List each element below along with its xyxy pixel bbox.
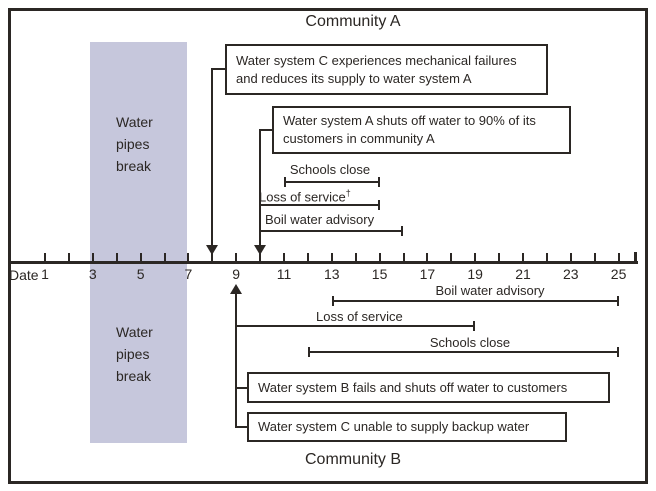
axis-label-date: Date	[9, 267, 39, 283]
event-box-text-line: Water system C experiences mechanical fa…	[236, 52, 517, 68]
event-box-text-line: Water system C unable to supply backup w…	[258, 419, 530, 434]
water-pipes-break-band	[90, 42, 187, 443]
axis-tick-label: 11	[276, 266, 292, 282]
axis-tick-label: 9	[232, 266, 241, 282]
axis-tick	[426, 253, 429, 262]
axis-tick	[354, 253, 357, 262]
axis-tick-label: 13	[324, 266, 340, 282]
axis-tick	[44, 253, 46, 262]
schools-close-label-b: Schools close	[429, 335, 511, 350]
axis-tick	[115, 253, 118, 262]
axis-tick	[306, 253, 309, 262]
axis-tick	[569, 253, 572, 262]
event-box-text-line: Water system B fails and shuts off water…	[258, 379, 568, 395]
range-end-tick	[377, 177, 380, 187]
axis-tick-label: 23	[563, 266, 579, 282]
connector-box2	[259, 129, 273, 131]
range-end-tick	[401, 226, 404, 236]
axis-tick-label: 1	[41, 266, 49, 282]
axis-tick	[450, 253, 453, 262]
axis-end-tick	[634, 252, 637, 264]
range-end-tick	[307, 347, 310, 357]
axis-tick	[211, 253, 214, 262]
axis-tick	[187, 253, 190, 262]
axis-tick	[67, 253, 70, 262]
boil-water-advisory-label-a: Boil water advisory	[265, 212, 375, 227]
axis-tick	[545, 253, 548, 262]
axis-tick-label: 5	[136, 266, 145, 282]
axis-tick	[593, 253, 596, 262]
axis-tick	[378, 253, 381, 262]
boil-water-advisory-label-b: Boil water advisory	[435, 283, 545, 298]
event-box-system-a-shutoff: Water system A shuts off water to 90% of…	[272, 106, 571, 154]
schools-close-range-b	[307, 347, 619, 357]
date-axis-line	[10, 261, 638, 264]
event-box-text-line: Water system A shuts off water to 90% of…	[283, 113, 536, 128]
boil-water-advisory-range-a	[260, 226, 404, 236]
loss-of-service-label-a: Loss of service†	[259, 188, 351, 205]
axis-tick-label: 19	[467, 266, 483, 282]
axis-tick	[522, 253, 524, 262]
axis-tick	[283, 253, 285, 262]
axis-tick	[163, 253, 166, 262]
event-box-system-c-no-backup: Water system C unable to supply backup w…	[247, 412, 567, 442]
range-end-tick	[377, 200, 380, 210]
axis-tick	[91, 253, 94, 262]
event-box-system-c-failure: Water system C experiences mechanical fa…	[225, 44, 548, 95]
event-arrow-day9-up	[230, 284, 243, 428]
axis-tick	[617, 253, 620, 262]
dagger-footnote-mark: †	[345, 188, 351, 198]
loss-of-service-label-b: Loss of service	[316, 309, 403, 324]
water-pipes-break-label-bottom: Water pipes break	[116, 324, 153, 384]
axis-tick-label: 15	[371, 266, 388, 282]
range-end-tick	[473, 321, 476, 331]
range-end-tick	[331, 296, 334, 306]
arrow-shaft	[211, 68, 214, 247]
axis-tick-label: 25	[610, 266, 627, 282]
event-box-text-line: customers in community A	[283, 131, 435, 146]
range-end-tick	[284, 177, 286, 187]
event-box-text-line: and reduces its supply to water system A	[236, 70, 472, 86]
axis-tick-label: 3	[88, 266, 97, 282]
arrow-shaft	[259, 129, 262, 247]
axis-tick	[259, 253, 262, 262]
axis-tick	[402, 253, 405, 262]
arrow-head-icon	[206, 245, 219, 255]
arrow-head-icon	[254, 245, 267, 255]
boil-water-advisory-range-b	[331, 296, 619, 306]
axis-tick	[139, 253, 142, 262]
axis-tick-label: 21	[515, 266, 531, 282]
schools-close-range-a	[284, 177, 380, 187]
axis-tick	[235, 253, 238, 262]
water-pipes-break-label-top: Water pipes break	[116, 114, 153, 174]
range-end-tick	[616, 347, 619, 357]
schools-close-label-a: Schools close	[289, 162, 371, 177]
loss-of-service-range-b	[236, 321, 476, 331]
figure-border	[8, 8, 648, 484]
axis-tick-label: 7	[184, 266, 193, 282]
axis-tick	[498, 253, 501, 262]
community-a-title: Community A	[305, 13, 401, 30]
arrow-shaft	[235, 292, 238, 428]
connector-box1	[211, 68, 226, 70]
community-b-title: Community B	[304, 451, 402, 468]
connector-box3	[235, 387, 249, 389]
axis-tick	[330, 253, 333, 262]
axis-tick	[474, 253, 477, 262]
axis-tick-label: 17	[419, 266, 436, 282]
event-box-system-b-fails: Water system B fails and shuts off water…	[247, 372, 610, 403]
connector-box4	[235, 426, 249, 428]
event-arrow-day8-down	[206, 68, 219, 255]
range-end-tick	[616, 296, 619, 306]
event-arrow-day10-down	[254, 129, 267, 255]
arrow-head-icon	[230, 284, 243, 294]
loss-of-service-range-a	[260, 200, 380, 210]
